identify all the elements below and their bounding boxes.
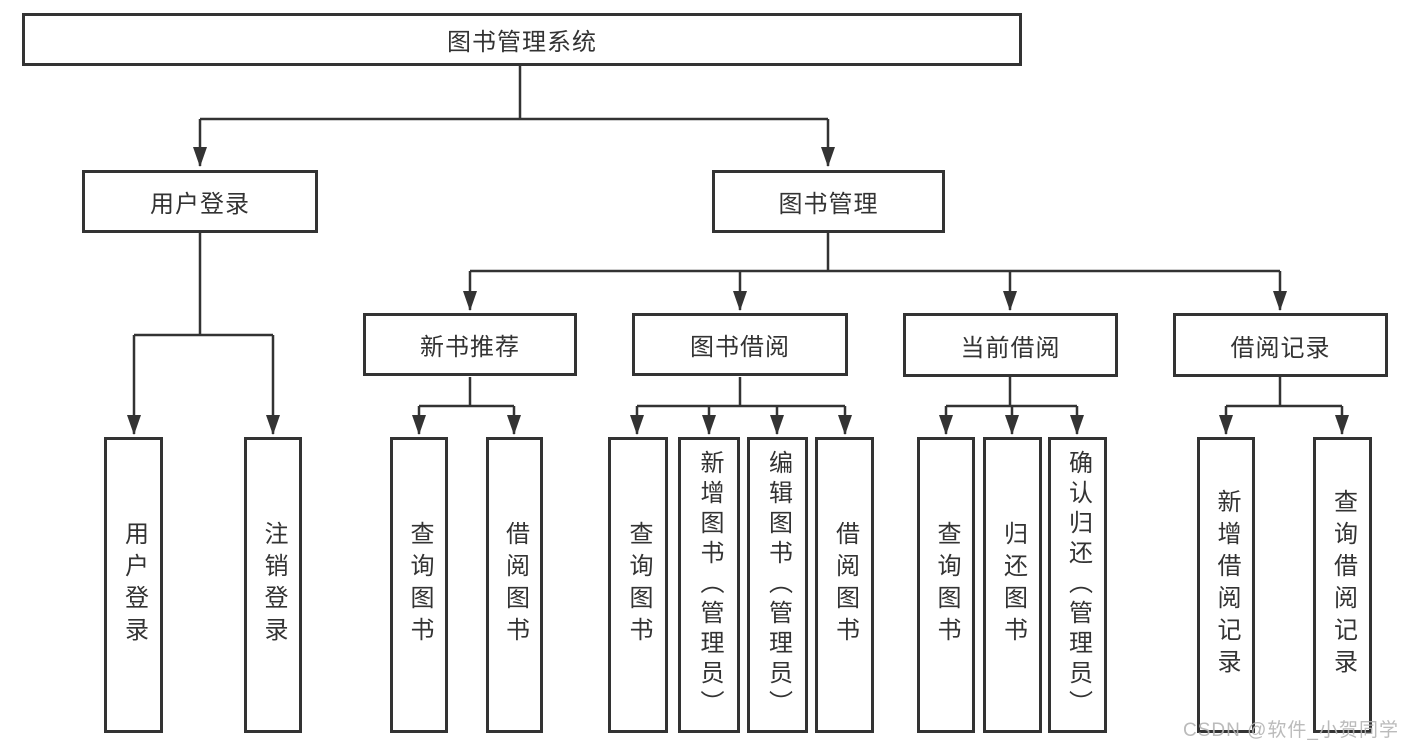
connector-root — [200, 66, 828, 121]
node-user-login: 用户登录 — [82, 170, 318, 233]
leaf-logout: 注销登录 — [244, 437, 302, 733]
connector-book-borrow — [637, 377, 845, 408]
leaf-user-login: 用户登录 — [104, 437, 163, 733]
watermark: CSDN @软件_小贺同学 — [1183, 720, 1399, 741]
leaf-bb-query-books: 查询图书 — [608, 437, 668, 733]
leaf-cb-confirm-return-admin: 确认归还（管理员） — [1048, 437, 1107, 733]
leaf-nb-borrow-books: 借阅图书 — [486, 437, 543, 733]
connector-book-mgmt — [470, 233, 1280, 273]
connector-new-books — [419, 377, 514, 408]
node-book-borrow: 图书借阅 — [632, 313, 848, 376]
connector-current-borrow — [946, 377, 1077, 408]
node-borrow-records: 借阅记录 — [1173, 313, 1388, 377]
leaf-cb-query-books: 查询图书 — [917, 437, 975, 733]
node-root: 图书管理系统 — [22, 13, 1022, 66]
leaf-br-add-record: 新增借阅记录 — [1197, 437, 1255, 733]
node-book-management: 图书管理 — [712, 170, 945, 233]
leaf-bb-borrow-books: 借阅图书 — [815, 437, 874, 733]
node-current-borrow: 当前借阅 — [903, 313, 1118, 377]
leaf-bb-edit-books-admin: 编辑图书（管理员） — [747, 437, 808, 733]
leaf-br-query-record: 查询借阅记录 — [1313, 437, 1372, 733]
connector-borrow-records — [1226, 377, 1342, 408]
leaf-bb-add-books-admin: 新增图书（管理员） — [678, 437, 740, 733]
leaf-nb-query-books: 查询图书 — [390, 437, 448, 733]
connector-user-login — [134, 233, 273, 337]
leaf-cb-return-books: 归还图书 — [983, 437, 1042, 733]
node-new-book-recommend: 新书推荐 — [363, 313, 577, 376]
